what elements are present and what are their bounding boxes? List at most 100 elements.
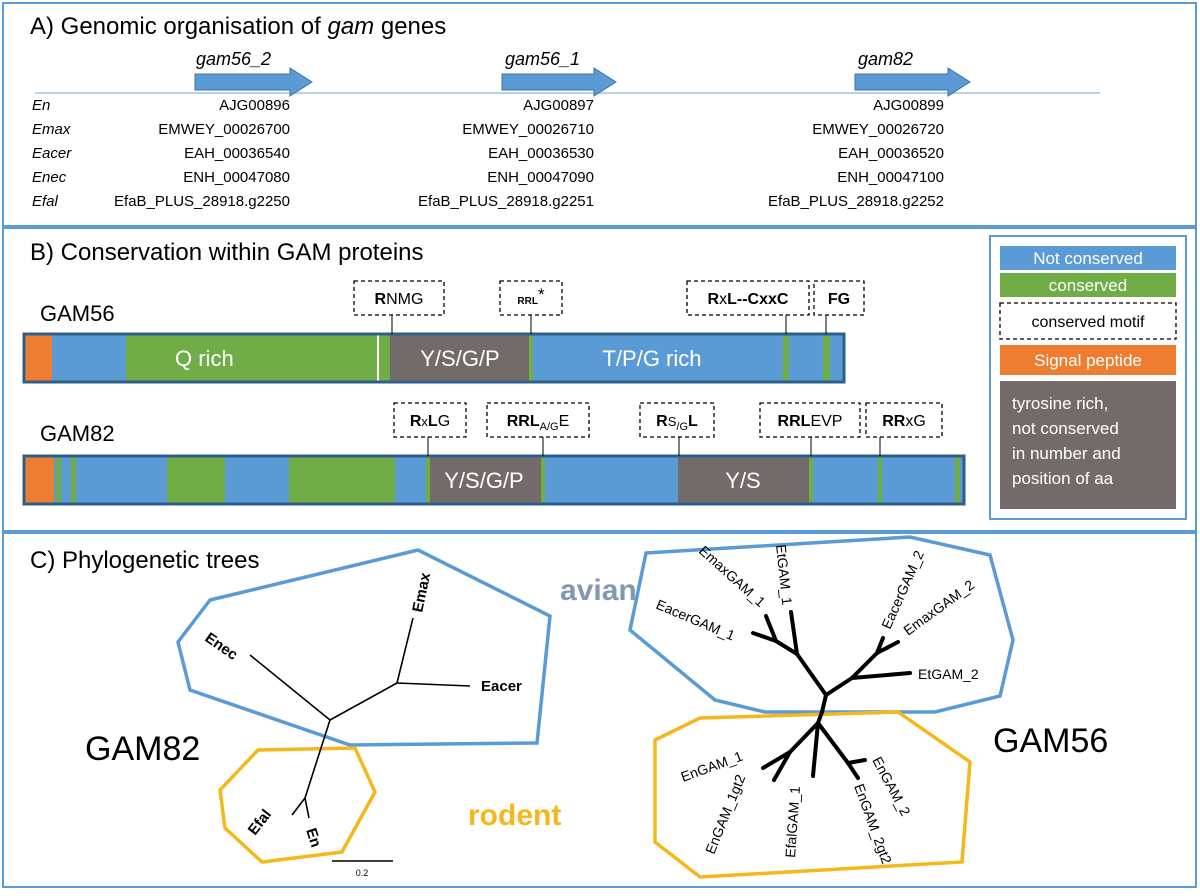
motif-label: RRL* (517, 285, 545, 307)
legend-signal (1000, 345, 1176, 375)
leaf-label: EtGAM_1 (773, 544, 795, 606)
gene-id-column-1: AJG00896 EMWEY_00026700 EAH_00036540 ENH… (114, 97, 290, 210)
leaf-label: EfalGAM_1 (782, 785, 803, 858)
ys-segment (678, 456, 809, 504)
gam56-tree: EmaxGAM_1 EtGAM_1 EacerGAM_1 EacerGAM_2 … (628, 535, 1015, 879)
ysgp-segment (390, 334, 529, 382)
conserved-segment (529, 334, 533, 382)
gene-id: AJG00899 (873, 97, 944, 114)
signal-peptide-segment (24, 334, 52, 382)
panel-b-title: B) Conservation within GAM proteins (30, 239, 424, 266)
leaf-label: EnGAM_1gt2 (702, 772, 748, 856)
species-labels: En Emax Eacer Enec Efal (32, 97, 72, 210)
leaf-label: EacerGAM_1 (654, 596, 738, 644)
gene-id: ENH_00047090 (487, 169, 594, 186)
gene-id: EMWEY_00026700 (158, 121, 290, 138)
conserved-segment (379, 334, 390, 382)
species-label: Eacer (32, 145, 72, 162)
legend-label: conserved (1049, 276, 1127, 295)
panel-c-title: C) Phylogenetic trees (30, 547, 259, 574)
legend-label: Not conserved (1033, 249, 1143, 268)
avian-label: avian (560, 574, 637, 607)
gene-arrow-gam82: gam82 (854, 49, 971, 97)
species-label: En (32, 97, 50, 114)
rodent-cluster-outline (653, 710, 972, 879)
gene-arrow-gam56-2: gam56_2 (194, 49, 313, 97)
leaf-label: Efal (245, 806, 275, 838)
gene-id: EfaB_PLUS_28918.g2252 (768, 193, 944, 210)
legend-not-conserved (1000, 246, 1176, 270)
gam56-tree-label: GAM56 (993, 722, 1108, 760)
legend-label: position of aa (1012, 469, 1114, 488)
leaf-label: En (302, 826, 324, 849)
legend-label: not conserved (1012, 419, 1119, 438)
gene-id: EAH_00036520 (838, 145, 944, 162)
legend-label: conserved motif (1032, 314, 1145, 331)
conserved-segment (289, 456, 395, 504)
region-label: Q rich (175, 346, 234, 371)
conserved-segment (878, 456, 882, 504)
gene-arrow-gam56-1: gam56_1 (501, 49, 617, 97)
motif-label: RS/GL (656, 413, 698, 433)
gene-id-column-3: AJG00899 EMWEY_00026720 EAH_00036520 ENH… (768, 97, 944, 210)
gam82-motifs: RxLG RRLA/GE RS/GL RRLEVP RRxG (393, 402, 943, 456)
gene-id: EfaB_PLUS_28918.g2251 (418, 193, 594, 210)
conserved-segment (426, 456, 430, 504)
panel-a-frame (2, 2, 1197, 227)
gam82-tree-label: GAM82 (85, 730, 200, 768)
scale-label: 0.2 (356, 868, 369, 878)
region-label: T/P/G rich (602, 346, 701, 371)
leaf-label: Enec (202, 629, 241, 663)
motif-label: RRLEVP (778, 413, 843, 430)
avian-cluster-outline (628, 535, 1015, 714)
gene-id: EAH_00036530 (488, 145, 594, 162)
motif-label: RRLA/GE (507, 413, 570, 433)
q-rich-segment (126, 334, 377, 382)
region-label: Y/S (725, 468, 760, 493)
ysgp-segment (430, 456, 541, 504)
conserved-segment (167, 456, 225, 504)
gene-label: gam56_1 (505, 49, 580, 69)
rodent-cluster-outline (218, 746, 377, 864)
motif-label: RxLG (410, 413, 450, 430)
legend-label: Signal peptide (1034, 351, 1142, 370)
gam56-motifs: RNMG RRL* RxL--CxxC FG (353, 280, 865, 334)
motif-label: RNMG (375, 291, 424, 308)
leaf-label: EmaxGAM_1 (696, 542, 769, 610)
gam56-bar: Q rich Y/S/G/P T/P/G rich (22, 332, 846, 384)
gene-id-column-2: AJG00897 EMWEY_00026710 EAH_00036530 ENH… (418, 97, 594, 210)
gam82-bar: Y/S/G/P Y/S (22, 454, 966, 506)
species-label: Emax (32, 121, 71, 138)
gam56-bar-label: GAM56 (40, 301, 115, 326)
gene-id: AJG00896 (219, 97, 290, 114)
gene-id: EAH_00036540 (184, 145, 290, 162)
gene-id: ENH_00047080 (183, 169, 290, 186)
avian-cluster-outline (176, 548, 552, 747)
gene-id: EfaB_PLUS_28918.g2250 (114, 193, 290, 210)
panel-b-frame (2, 227, 1197, 532)
conserved-segment (809, 456, 813, 504)
conserved-segment (541, 456, 545, 504)
legend-label: in number and (1012, 444, 1121, 463)
species-label: Enec (32, 169, 67, 186)
panel-c-frame (2, 532, 1197, 888)
region-label: Y/S/G/P (444, 468, 523, 493)
signal-peptide-segment (24, 456, 54, 504)
legend: Not conserved conserved conserved motif … (989, 235, 1187, 520)
motif-label: FG (828, 291, 850, 308)
conserved-segment (783, 334, 789, 382)
conserved-segment (71, 456, 76, 504)
gene-id: EMWEY_00026710 (462, 121, 594, 138)
conserved-segment (823, 334, 830, 382)
motif-label: RxL--CxxC (708, 291, 789, 308)
legend-tyrosine (1000, 381, 1176, 509)
legend-motif (999, 302, 1177, 340)
gene-id: AJG00897 (523, 97, 594, 114)
rodent-label: rodent (468, 799, 561, 832)
conserved-segment (56, 456, 61, 504)
gene-label: gam82 (858, 49, 913, 69)
gam82-bar-label: GAM82 (40, 421, 115, 446)
panel-a-title: A) Genomic organisation of gam genes (30, 13, 446, 40)
region-label: Y/S/G/P (420, 346, 499, 371)
